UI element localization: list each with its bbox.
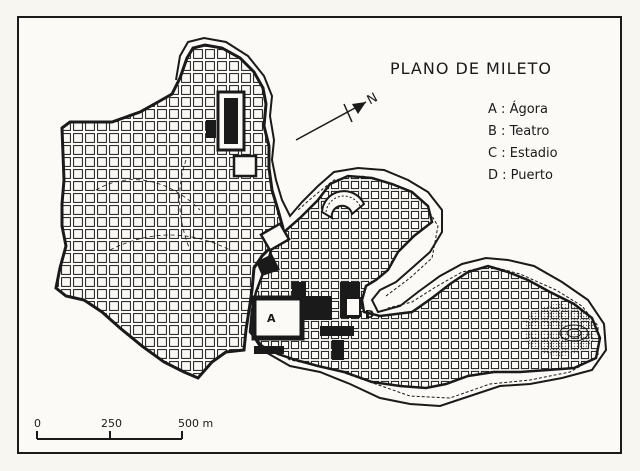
- legend-item: B : Teatro: [488, 124, 549, 139]
- scale-tick-label: 500 m: [178, 417, 213, 430]
- map-legend: A : Ágora B : Teatro C : Estadio D : Pue…: [488, 101, 558, 183]
- puerto-label: D: [365, 308, 374, 321]
- peninsula-terrain: [524, 304, 596, 356]
- legend-item: A : Ágora: [488, 101, 548, 117]
- scale-tick-label: 0: [34, 417, 41, 430]
- monuments: [206, 90, 366, 360]
- survey-lines: [95, 159, 231, 251]
- legend-item: C : Estadio: [488, 146, 558, 161]
- scale-tick-label: 250: [101, 417, 122, 430]
- legend-item: D : Puerto: [488, 168, 553, 183]
- agora-label: A: [267, 312, 276, 325]
- map-title: PLANO DE MILETO: [390, 59, 552, 78]
- scale-bar: 0 250 500 m: [34, 417, 213, 440]
